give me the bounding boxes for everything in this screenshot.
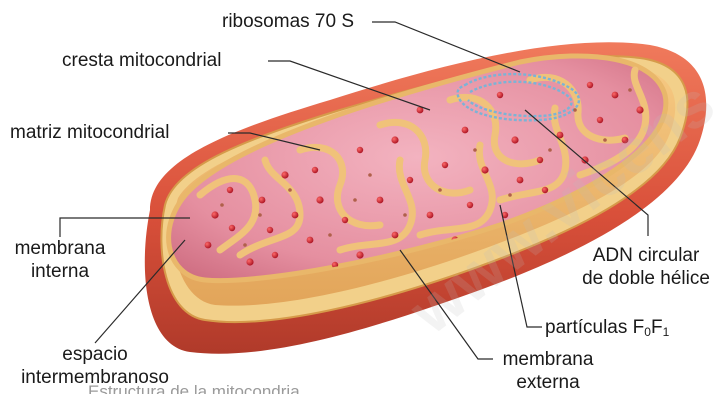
label-membrana-externa-line1: membrana [488,348,608,371]
label-particulas-f: F [651,317,663,338]
label-particulas: partículas F0F1 [545,316,669,344]
label-ribosomas: ribosomas 70 S [222,10,354,33]
label-adn-line2: de doble hélice [567,267,725,290]
label-particulas-sub1: 1 [663,325,670,339]
label-espacio-line1: espacio [5,343,185,366]
label-membrana-interna-line2: interna [5,260,115,283]
figure-caption: Estructura de la mitocondria [88,382,300,394]
label-membrana-interna-line1: membrana [5,237,115,260]
label-adn: ADN circular de doble hélice [567,244,725,290]
label-membrana-externa-line2: externa [488,371,608,394]
label-particulas-sub0: 0 [644,325,651,339]
label-cresta: cresta mitocondrial [62,49,221,72]
label-membrana-externa: membrana externa [488,348,608,394]
label-adn-line1: ADN circular [567,244,725,267]
label-particulas-text: partículas F [545,317,644,338]
label-matriz: matriz mitocondrial [10,121,169,144]
label-membrana-interna: membrana interna [5,237,115,283]
